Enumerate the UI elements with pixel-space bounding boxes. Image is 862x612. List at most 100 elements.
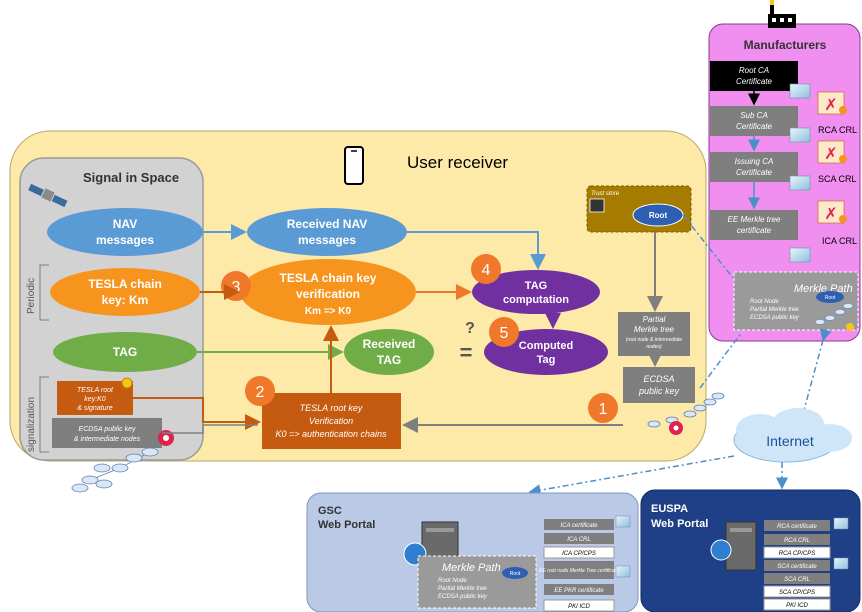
gsc-doc-1: ICA certificate xyxy=(560,523,598,529)
gsc-doc-4: EE root node Merkle Tree certificate xyxy=(539,568,619,574)
gsc-mp-item3: ECDSA public key xyxy=(438,594,488,600)
tag-computation-node xyxy=(472,270,600,314)
internet-label: Internet xyxy=(766,433,814,449)
certificate-icon xyxy=(789,175,811,191)
svg-text:ECDSA public key& intermediate: ECDSA public key& intermediate nodes xyxy=(74,426,141,443)
trust-store-icon xyxy=(589,198,605,213)
euspa-title1: EUSPA xyxy=(651,503,688,515)
phone-icon xyxy=(344,146,364,185)
question-mark: ? xyxy=(465,320,475,337)
issuing-ca-box xyxy=(710,152,798,182)
certificate-icon xyxy=(833,517,849,530)
eem-line1: EE Merkle tree xyxy=(728,215,781,224)
certificate-icon xyxy=(615,515,631,528)
gsc-merkle-title: Merkle Path xyxy=(442,562,501,574)
sub-ca-box xyxy=(710,106,798,136)
step-1: 1 xyxy=(588,393,618,423)
rtag-line1: Received xyxy=(363,337,416,351)
gsc-title1: GSC xyxy=(318,505,342,517)
mp-item1: Root Node xyxy=(750,299,779,305)
tesla-verification-node xyxy=(240,259,416,325)
key-receiver-icon xyxy=(669,421,683,435)
step-2-label: 2 xyxy=(256,384,265,401)
crl-icon: ✗ xyxy=(817,140,847,164)
rnav-line1: Received NAV xyxy=(287,217,367,231)
euspa-doc-2: RCA CRL xyxy=(784,538,810,544)
ecr-line1: ECDSA xyxy=(643,374,674,384)
received-tag-node xyxy=(344,329,434,375)
tagc-line2: computation xyxy=(503,294,569,306)
user-receiver-title: User receiver xyxy=(407,153,508,172)
merkle-tree-receiver-icon xyxy=(647,392,725,428)
ee-merkle-box xyxy=(710,210,798,240)
gsc-merkle-path-box xyxy=(417,555,537,609)
ecr-line2: public key xyxy=(638,386,680,396)
certificate-icon xyxy=(789,127,811,143)
gsc-merkle-root xyxy=(502,567,528,579)
euspa-title2: Web Portal xyxy=(651,518,708,530)
pm-line2: Merkle tree xyxy=(634,325,675,334)
satellite-icon xyxy=(28,183,68,208)
ctag-line2: Tag xyxy=(537,354,556,366)
sca-crl-label: SCA CRL xyxy=(818,174,857,184)
tagc-line1: TAG xyxy=(525,280,547,292)
certificate-icon xyxy=(789,247,811,263)
gsc-doc-6: PKI ICD xyxy=(568,604,590,610)
pm-line4: nodes) xyxy=(646,344,662,350)
merkle-path-root xyxy=(816,291,844,303)
rverif-line3: K0 => authentication chains xyxy=(275,429,387,439)
mp-item3: ECDSA public key xyxy=(750,315,800,321)
certificate-icon xyxy=(615,565,631,578)
step-2: 2 xyxy=(245,376,275,406)
rverif-line1: TESLA root key xyxy=(300,403,363,413)
certificate-icon xyxy=(789,83,811,99)
euspa-doc-6: SCA CP/CPS xyxy=(779,590,815,596)
step-1-label: 1 xyxy=(599,401,608,418)
issca-line2: Certificate xyxy=(736,168,773,177)
rca-crl-label: RCA CRL xyxy=(818,125,857,135)
gsc-mp-item1: Root Node xyxy=(438,578,467,584)
svg-text:✗: ✗ xyxy=(824,206,837,223)
ctag-line1: Computed xyxy=(519,340,573,352)
equals-sign: = xyxy=(460,340,473,365)
eem-line2: certificate xyxy=(737,226,772,235)
rootca-line2: Certificate xyxy=(736,77,773,86)
nav-messages-node xyxy=(47,208,203,256)
signalization-label: signalization xyxy=(26,397,37,452)
euspa-doc-3: RCA CP/CPS xyxy=(779,551,815,557)
ecdsa-line1: ECDSA public key xyxy=(79,426,136,433)
svg-text:✗: ✗ xyxy=(824,146,837,163)
crl-icon: ✗ xyxy=(817,91,847,115)
ecdsa-pubkey-box xyxy=(52,418,162,448)
pm-line1: Partial xyxy=(643,315,666,324)
step-4-label: 4 xyxy=(482,262,491,279)
tag-node xyxy=(53,332,197,372)
nav-line2: messages xyxy=(96,233,154,247)
trust-store-label: Trust store xyxy=(591,191,620,197)
mp-item2: Partial Merkle tree xyxy=(750,307,799,313)
seal-icon xyxy=(121,377,133,389)
tesla-root-line1: TESLA root xyxy=(77,387,114,394)
link-mfr-internet xyxy=(803,328,832,411)
crl-icon: ✗ xyxy=(817,200,847,224)
server-icon xyxy=(710,521,757,571)
tverif-line1: TESLA chain key xyxy=(280,271,377,285)
signal-in-space-title: Signal in Space xyxy=(83,170,179,185)
merkle-tree-mfr-icon xyxy=(814,303,854,325)
step-3-label: 3 xyxy=(232,279,241,296)
gsc-docs-list: ICA certificate ICA CRL ICA CP/CPS EE ro… xyxy=(539,519,619,612)
